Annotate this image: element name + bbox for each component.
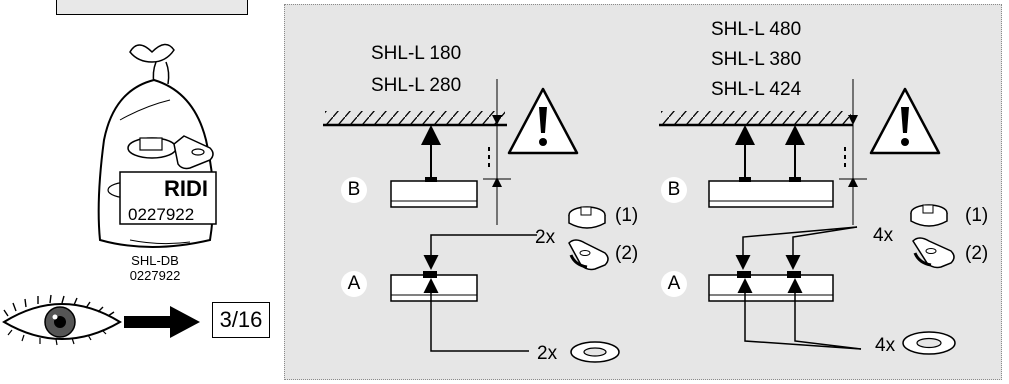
bracket-part-icon-left [568, 239, 609, 271]
part-number-label: (1) [615, 205, 639, 226]
model-label: SHL-L 380 [711, 49, 802, 70]
quantity-label: 2x [537, 343, 558, 364]
model-label: SHL-L 280 [371, 75, 462, 96]
model-label: SHL-L 480 [711, 19, 802, 40]
page-reference[interactable]: 3/16 [212, 302, 270, 338]
warning-triangle-icon-left [507, 87, 579, 155]
right-arrow-icon [124, 306, 200, 338]
see-page-reference [0, 290, 280, 360]
washer-part-icon-left [570, 341, 620, 363]
clip-part-icon-left [568, 206, 606, 229]
parts-bag: RIDI 0227922 [90, 40, 240, 300]
part-number-label: (2) [615, 243, 639, 264]
step-label-b: B [661, 177, 687, 203]
ceiling-right [659, 111, 853, 127]
warning-triangle-icon-right [869, 87, 941, 155]
step-label-a: A [341, 271, 367, 297]
quantity-label: 4x [873, 225, 894, 246]
model-label: SHL-L 180 [371, 43, 462, 64]
installation-panel: SHL-L 180 SHL-L 280 B A 2x 2x (1) (2) SH… [284, 4, 1002, 380]
bag-icon: RIDI 0227922 [97, 43, 217, 248]
eye-icon [2, 294, 122, 346]
ceiling-left [323, 111, 507, 127]
model-label: SHL-L 424 [711, 79, 802, 100]
product-code: 0227922 [129, 268, 181, 283]
quantity-label: 4x [875, 335, 896, 356]
part-number-label: (2) [965, 243, 989, 264]
product-name: SHL-DB [131, 253, 179, 268]
bag-code: 0227922 [128, 205, 194, 224]
bracket-part-icon-right [912, 237, 955, 269]
header-box [56, 0, 248, 15]
quantity-label: 2x [535, 227, 556, 248]
product-label: SHL-DB 0227922 [110, 253, 200, 283]
step-label-b: B [341, 177, 367, 203]
clip-part-icon-right [910, 204, 948, 227]
part-number-label: (1) [965, 205, 989, 226]
washer-part-icon-right [902, 331, 956, 355]
installation-diagram [323, 79, 956, 363]
step-label-a: A [661, 271, 687, 297]
bag-brand: RIDI [164, 176, 208, 201]
